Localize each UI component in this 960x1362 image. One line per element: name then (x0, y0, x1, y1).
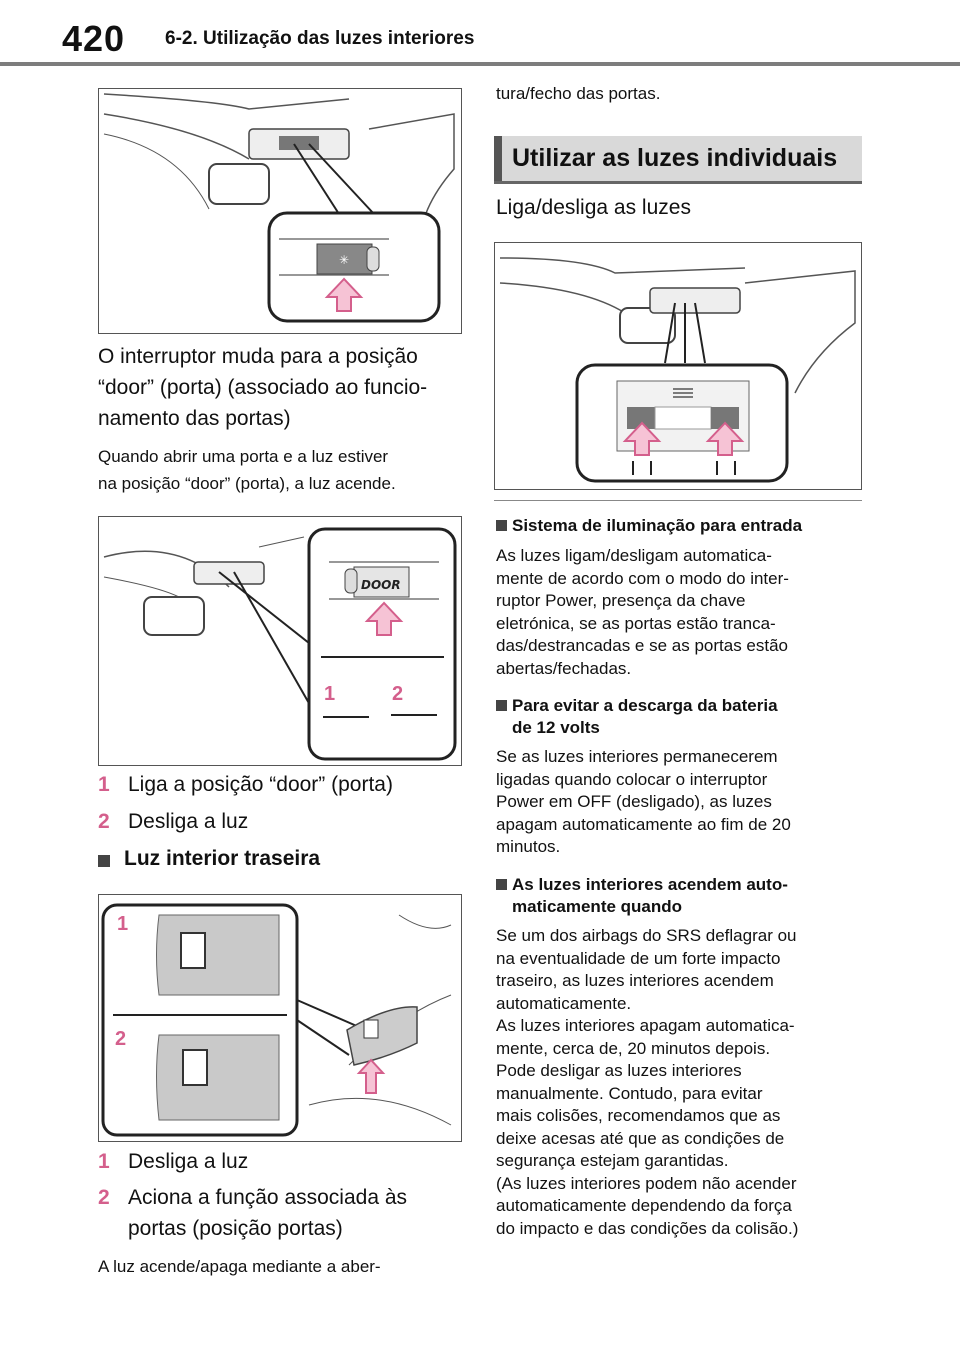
svg-text:✳: ✳ (339, 253, 349, 267)
door-label: DOOR (361, 578, 401, 592)
callout-1: 1 (324, 683, 335, 705)
body-line: manualmente. Contudo, para evitar (496, 1083, 763, 1103)
title-line: As luzes interiores acendem auto- (512, 875, 788, 894)
title-line: de 12 volts (512, 718, 600, 737)
section-title: 6-2. Utilização das luzes interiores (165, 28, 475, 49)
body-line: As luzes interiores apagam automatica- (496, 1016, 795, 1035)
heading-individual-lights: Utilizar as luzes individuais (494, 136, 862, 184)
note-door-position: Quando abrir uma porta e a luz estiver n… (98, 443, 468, 497)
step-text: Liga a posição “door” (porta) (128, 773, 393, 796)
entry-lighting-body: As luzes ligam/desligam automatica- ment… (496, 545, 866, 680)
battery-heading: Para evitar a descarga da bateria de 12 … (496, 695, 866, 739)
note-line: na posição “door” (porta), a luz acende. (98, 474, 396, 493)
step-number: 2 (98, 1186, 110, 1209)
step-number: 1 (98, 1150, 110, 1173)
body-line: automaticamente. (496, 993, 632, 1013)
caption-line: “door” (porta) (associado ao funcio- (98, 376, 428, 399)
body-line: Se um dos airbags do SRS deflagrar ou (496, 926, 797, 945)
auto-on-title: As luzes interiores acendem auto- matica… (512, 874, 862, 918)
battery-body: Se as luzes interiores permanecerem liga… (496, 746, 866, 859)
step-number: 2 (98, 810, 110, 833)
divider (494, 500, 862, 501)
entry-lighting-heading: Sistema de iluminação para entrada (496, 515, 866, 537)
body-line: apagam automaticamente ao fim de 20 (496, 814, 791, 834)
body-line: mente de acordo com o modo do inter- (496, 568, 789, 588)
step-text-line: portas (posição portas) (128, 1217, 343, 1240)
body-line: mente, cerca de, 20 minutos depois. (496, 1038, 771, 1058)
step-item: 2 Aciona a função associada às portas (p… (98, 1182, 468, 1244)
rear-light-heading: Luz interior traseira (98, 847, 468, 875)
note-line: Quando abrir uma porta e a luz estiver (98, 447, 389, 466)
bottom-line: A luz acende/apaga mediante a aber- (98, 1257, 381, 1276)
body-line: na eventualidade de um forte impacto (496, 948, 781, 968)
auto-on-body: Se um dos airbags do SRS deflagrar ou na… (496, 925, 866, 1240)
auto-on-heading: As luzes interiores acendem auto- matica… (496, 874, 866, 918)
battery-title: Para evitar a descarga da bateria de 12 … (512, 695, 862, 739)
body-line: mais colisões, recomendamos que as (496, 1106, 781, 1125)
body-line: Se as luzes interiores permanecerem (496, 747, 778, 766)
body-line: segurança estejam garantidas. (496, 1151, 729, 1170)
step-item: 1 Liga a posição “door” (porta) (98, 769, 468, 800)
page-number: 420 (62, 18, 126, 59)
square-bullet-icon (496, 879, 507, 890)
square-bullet-icon (496, 700, 507, 711)
step-item: 1 Desliga a luz (98, 1146, 468, 1177)
heading-text: Utilizar as luzes individuais (512, 144, 838, 172)
body-line: As luzes ligam/desligam automatica- (496, 546, 772, 565)
continuation-text: tura/fecho das portas. (496, 84, 661, 103)
square-bullet-icon (496, 520, 507, 531)
body-line: (As luzes interiores podem não acender (496, 1173, 797, 1193)
body-line: traseiro, as luzes interiores acendem (496, 971, 774, 990)
heading-bar (494, 136, 502, 181)
title-line: Para evitar a descarga da bateria (512, 696, 778, 715)
body-line: eletrónica, se as portas estão tranca- (496, 613, 776, 633)
caption-line: O interruptor muda para a posição (98, 345, 418, 368)
title-line: maticamente quando (512, 897, 683, 916)
subheading-on-off: Liga/desliga as luzes (496, 196, 691, 219)
header-rule (0, 62, 960, 66)
figure-door-switch: DOOR 1 2 (98, 516, 462, 766)
body-line: Power em OFF (desligado), as luzes (496, 792, 772, 811)
rear-light-heading-text: Luz interior traseira (124, 847, 321, 870)
step-item: 2 Desliga a luz (98, 806, 468, 837)
step-text: Aciona a função associada às portas (pos… (128, 1182, 468, 1244)
square-bullet-icon (98, 855, 110, 867)
body-line: Pode desligar as luzes interiores (496, 1061, 742, 1080)
callout-1: 1 (117, 913, 128, 935)
page-header: 420 6-2. Utilização das luzes interiores (0, 0, 960, 70)
caption-line: namento das portas) (98, 407, 291, 430)
callout-2: 2 (115, 1028, 126, 1050)
entry-lighting-title: Sistema de iluminação para entrada (512, 516, 803, 535)
caption-switch-door: O interruptor muda para a posição “door”… (98, 341, 468, 434)
step-text: Desliga a luz (128, 810, 249, 833)
step-text: Desliga a luz (128, 1150, 249, 1173)
body-line: do impacto e das condições da colisão.) (496, 1218, 799, 1238)
body-line: ruptor Power, presença da chave (496, 591, 746, 610)
figure-overhead-switch: ✳ (98, 88, 462, 334)
step-text-line: Aciona a função associada às (128, 1186, 408, 1209)
figure-rear-light: 1 2 (98, 894, 462, 1142)
body-line: abertas/fechadas. (496, 658, 632, 678)
body-line: deixe acesas até que as condições de (496, 1128, 785, 1148)
body-line: das/destrancadas e se as portas estão (496, 636, 789, 655)
step-number: 1 (98, 773, 110, 796)
body-line: minutos. (496, 837, 561, 856)
body-line: automaticamente dependendo da força (496, 1196, 792, 1215)
body-line: ligadas quando colocar o interruptor (496, 769, 768, 789)
figure-individual-lights (494, 242, 862, 490)
callout-2: 2 (392, 683, 403, 705)
